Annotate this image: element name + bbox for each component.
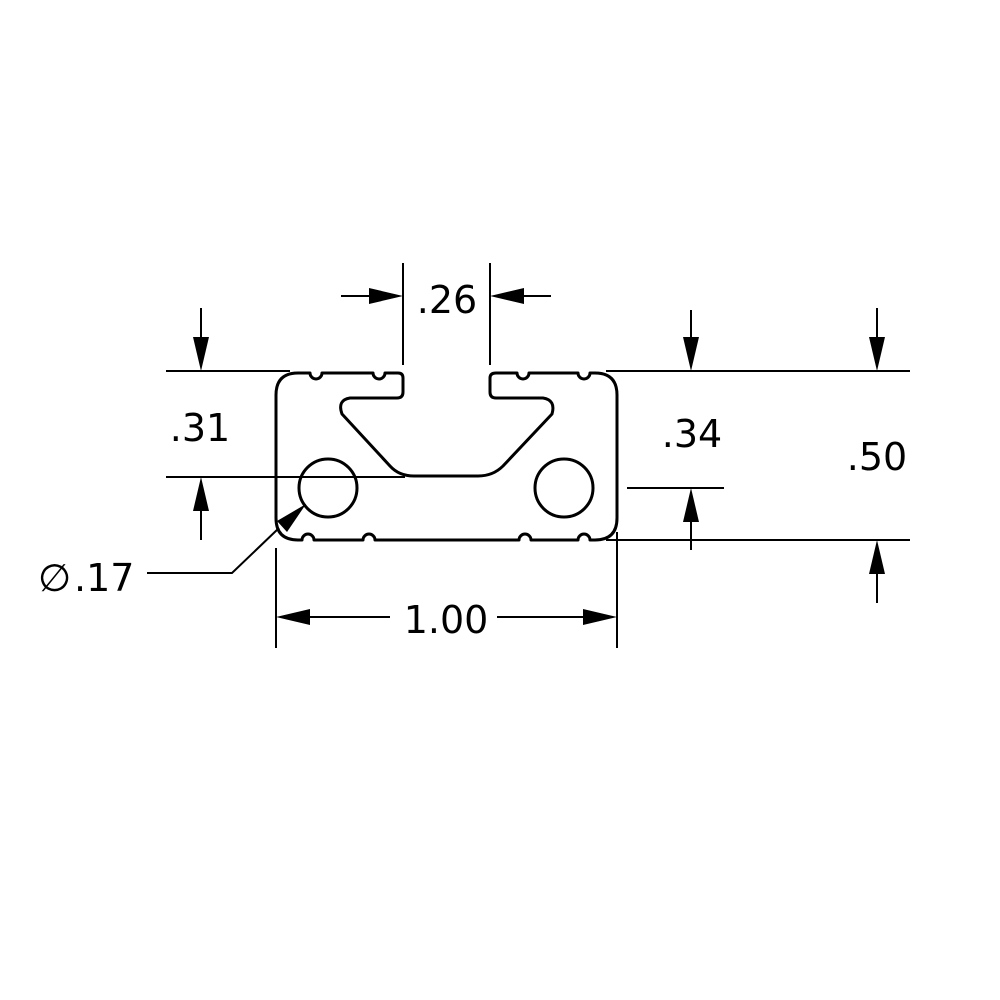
arrowhead	[583, 609, 617, 625]
extrusion-profile	[274, 371, 619, 542]
arrowhead	[869, 540, 885, 574]
dimension-hole-diameter: ∅ .17	[38, 504, 306, 600]
arrowhead	[193, 337, 209, 371]
profile-outline	[274, 371, 619, 542]
dimension-label-hole-diameter: .17	[74, 556, 134, 600]
dimension-label-total-width: 1.00	[404, 598, 489, 642]
arrowhead	[869, 337, 885, 371]
dimension-right-height: .34	[606, 310, 910, 550]
dimension-label-slot-width: .26	[417, 278, 477, 322]
diameter-symbol-icon: ∅	[38, 556, 71, 600]
arrowhead	[683, 488, 699, 522]
mounting-hole-left	[297, 457, 359, 519]
dimension-slot-width: .26	[341, 263, 551, 365]
arrowhead	[490, 288, 524, 304]
dimension-label-right-height: .34	[662, 412, 722, 456]
arrowhead	[683, 337, 699, 371]
mounting-hole-right	[533, 457, 595, 519]
leader-line	[147, 527, 280, 574]
dimension-left-height: .31	[166, 308, 405, 540]
arrowhead	[277, 504, 306, 532]
dimension-label-total-height: .50	[847, 435, 907, 479]
arrowhead	[193, 477, 209, 511]
dimension-total-height: .50	[606, 308, 910, 603]
dimension-label-left-height: .31	[170, 406, 230, 450]
arrowhead	[369, 288, 403, 304]
dimension-total-width: 1.00	[275, 532, 618, 648]
arrowhead	[276, 609, 310, 625]
